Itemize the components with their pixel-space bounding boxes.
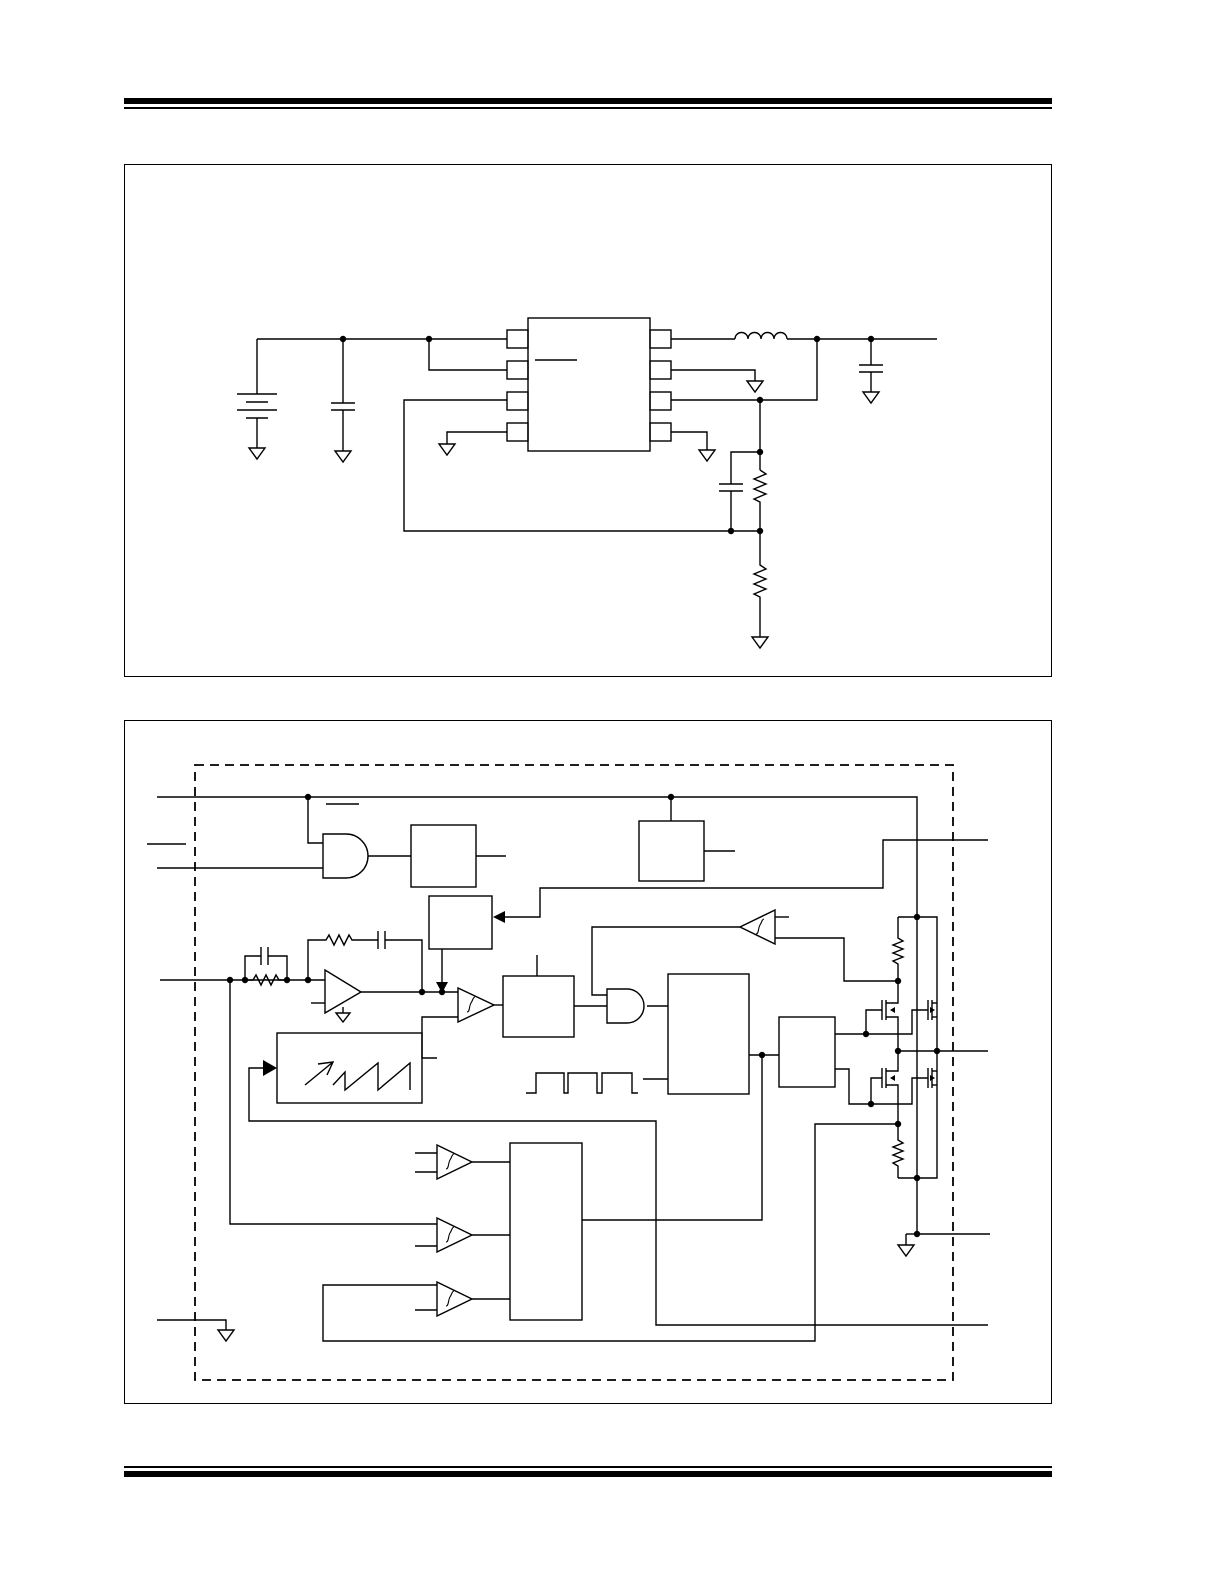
wire-cap-par-2 xyxy=(268,955,288,980)
ic-pin-6 xyxy=(649,391,672,411)
ic-pin-7 xyxy=(649,360,672,380)
typical-application-schematic xyxy=(237,317,937,650)
block-latch xyxy=(502,975,575,1038)
resistor-sense-low-icon xyxy=(891,1124,905,1178)
hysteresis-icon xyxy=(445,1153,455,1170)
resistor-bottom-icon xyxy=(752,531,768,637)
block-ramp-generator xyxy=(276,1032,423,1104)
ic-body xyxy=(527,317,651,452)
ground-icon xyxy=(745,380,765,394)
zero-cross-comparator-icon xyxy=(738,908,776,946)
ground-icon xyxy=(247,447,267,461)
clock-waveform-icon xyxy=(526,1072,638,1094)
node-power-top xyxy=(913,913,921,921)
arrow-right-icon xyxy=(263,1060,277,1076)
resistor-sense-high-icon xyxy=(891,917,905,981)
arrow-left-icon xyxy=(493,911,505,923)
block-fault-logic xyxy=(509,1142,583,1321)
block-reference xyxy=(638,820,705,882)
wire-zc-in2 xyxy=(775,937,898,982)
package-outline xyxy=(194,764,954,1381)
resistor-series-icon xyxy=(245,973,287,987)
block-softstart xyxy=(428,895,493,950)
wire-vout-sense xyxy=(499,839,988,918)
node-hs-gate xyxy=(862,1030,870,1038)
wire-agnd xyxy=(157,1319,227,1330)
ic-pin-1 xyxy=(506,329,529,349)
wire-vout-pin6 xyxy=(671,339,818,401)
wire-sense-low-loop xyxy=(322,1123,898,1342)
header-rule-thick xyxy=(124,98,1052,104)
block-diagram-schematic xyxy=(147,764,990,1381)
footer-rule-thin xyxy=(124,1466,1052,1468)
sawtooth-icon xyxy=(332,1061,411,1092)
mosfet-high-side-icon xyxy=(865,1000,937,1040)
and-gate-enable-icon xyxy=(322,833,369,879)
and-gate-driver-icon xyxy=(606,988,645,1024)
block-shutdown xyxy=(410,824,477,888)
output-capacitor-icon xyxy=(859,339,883,405)
header-rule-thin xyxy=(124,107,1052,109)
wire-cap-par xyxy=(244,955,261,980)
wire-ramp-feedback xyxy=(248,1067,988,1326)
wire-ramp-to-comp xyxy=(421,1016,458,1059)
wire-pin7-gnd xyxy=(671,369,756,381)
battery-icon xyxy=(237,339,277,461)
wire-and-in1 xyxy=(307,797,323,844)
node-ls-gate xyxy=(867,1100,875,1108)
hysteresis-icon xyxy=(755,918,765,935)
wire-pin5-gnd xyxy=(671,431,708,450)
feedforward-capacitor-icon xyxy=(719,483,743,531)
wire-ctrl-fault xyxy=(582,1055,763,1221)
wire-drv-low xyxy=(835,1068,871,1105)
node-amp-out xyxy=(418,988,426,996)
comparator-ocp-icon xyxy=(436,1280,474,1318)
ground-icon xyxy=(861,391,881,405)
inductor-icon xyxy=(734,331,788,340)
node-sw-2 xyxy=(933,1047,941,1055)
hysteresis-icon xyxy=(445,1290,455,1307)
ic-pin-5 xyxy=(649,422,672,442)
ramp-arrow-icon xyxy=(304,1061,335,1086)
hysteresis-icon xyxy=(466,996,476,1013)
resistor-comp-icon xyxy=(307,933,378,980)
ground-icon xyxy=(216,1329,236,1343)
figure-block-diagram-frame xyxy=(124,720,1052,1404)
ic-pin-8 xyxy=(649,329,672,349)
input-capacitor-icon xyxy=(331,339,355,464)
ground-icon xyxy=(437,443,457,457)
wire-fb-to-ovp xyxy=(229,980,437,1225)
block-gate-driver xyxy=(778,1016,836,1088)
ic-pin-3 xyxy=(506,391,529,411)
comparator-uvlo-icon xyxy=(436,1143,474,1181)
wire-pin2 xyxy=(428,339,507,371)
figure-typical-application-frame xyxy=(124,164,1052,677)
hysteresis-icon xyxy=(445,1226,455,1243)
wire-comp-right xyxy=(385,939,423,992)
ground-icon xyxy=(750,636,770,650)
wire-sw-node xyxy=(897,1040,988,1052)
ground-icon xyxy=(334,1012,352,1024)
ic-pin-2 xyxy=(506,360,529,380)
node-ff-cap-bottom xyxy=(727,527,735,535)
arrow-down-icon xyxy=(436,982,448,993)
resistor-top-icon xyxy=(752,469,768,531)
ground-icon xyxy=(333,450,353,464)
node-ss-clamp xyxy=(438,988,446,996)
ground-icon xyxy=(896,1244,916,1258)
wire-zc-feedback xyxy=(591,926,740,996)
wire-ff-cap xyxy=(730,451,760,484)
pwm-comparator-icon xyxy=(457,986,496,1024)
ic-pin-4 xyxy=(506,422,529,442)
footer-rule-thick xyxy=(124,1471,1052,1477)
comparator-ovp-icon xyxy=(436,1216,474,1254)
block-control-logic xyxy=(667,973,750,1095)
wire-pin4-gnd xyxy=(446,431,507,444)
ground-icon xyxy=(697,449,717,463)
mosfet-low-side-icon xyxy=(870,1051,937,1124)
error-amp-icon xyxy=(324,968,363,1015)
wire-feedback-loop xyxy=(403,399,760,532)
